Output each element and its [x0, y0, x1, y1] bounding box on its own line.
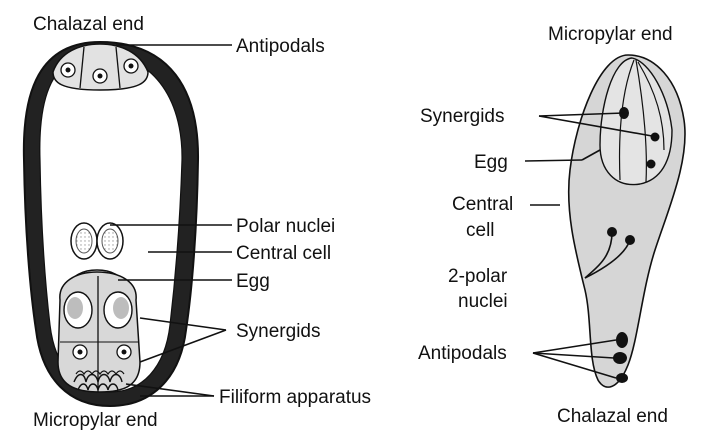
right-bottom-label: Chalazal end: [557, 406, 668, 427]
left-label-synergids: Synergids: [236, 321, 321, 342]
right-label-egg: Egg: [474, 152, 508, 173]
left-top-label: Chalazal end: [33, 14, 144, 35]
left-label-central-cell: Central cell: [236, 243, 331, 264]
right-label-polar-line2: nuclei: [458, 291, 508, 312]
right-label-synergids: Synergids: [420, 106, 505, 127]
left-embryo-sac: Chalazal end Antipodals Polar nuclei Cen…: [24, 14, 371, 431]
left-bottom-label: Micropylar end: [33, 410, 158, 431]
right-label-antipodals: Antipodals: [418, 343, 507, 364]
left-label-egg: Egg: [236, 271, 270, 292]
left-label-filiform: Filiform apparatus: [219, 387, 371, 408]
right-embryo-sac: Micropylar end Synergids Egg Central cel…: [418, 24, 685, 427]
right-label-central-line2: cell: [466, 220, 495, 241]
right-label-central-line1: Central: [452, 194, 513, 215]
left-label-polar-nuclei: Polar nuclei: [236, 216, 335, 237]
left-label-antipodals: Antipodals: [236, 36, 325, 57]
left-egg-apparatus: [58, 270, 140, 392]
right-label-polar-line1: 2-polar: [448, 266, 508, 287]
right-top-label: Micropylar end: [548, 24, 673, 45]
